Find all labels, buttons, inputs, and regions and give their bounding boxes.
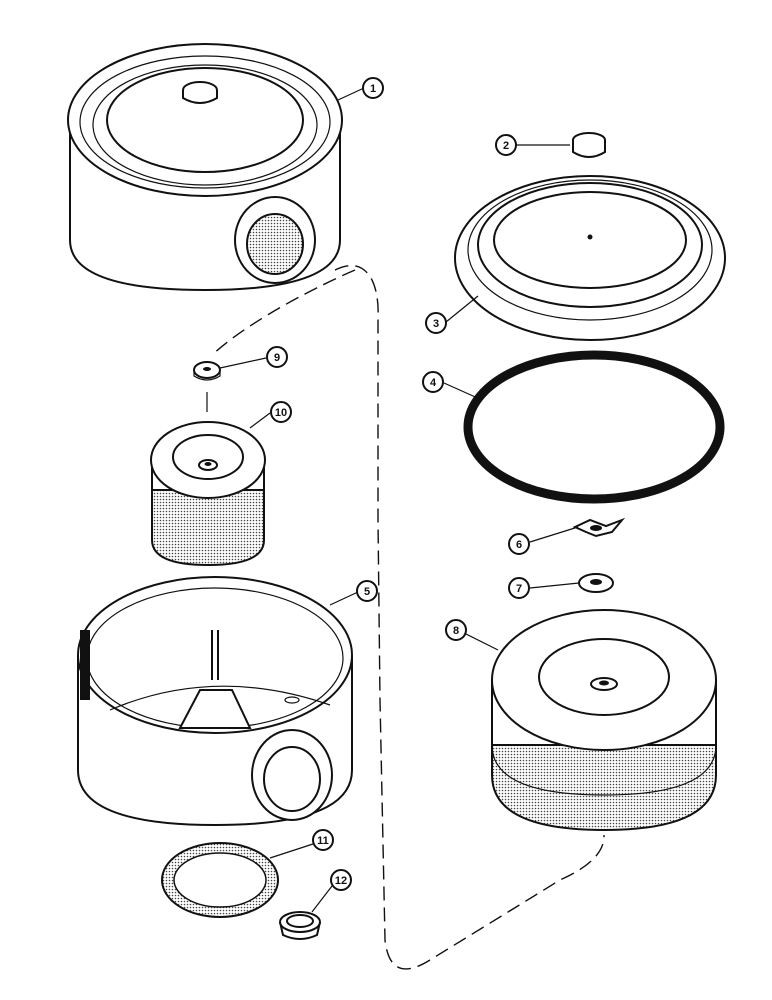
callout-11: 11	[312, 829, 334, 851]
callout-2: 2	[495, 134, 517, 156]
part-3-cover	[454, 175, 726, 341]
callout-4: 4	[422, 371, 444, 393]
callout-12: 12	[330, 869, 352, 891]
svg-text:8: 8	[453, 625, 459, 637]
assembly-lines	[206, 264, 605, 970]
callout-6: 6	[508, 533, 530, 555]
part-7-nut	[578, 573, 614, 593]
part-6-wing-nut	[572, 517, 626, 538]
svg-text:9: 9	[274, 352, 280, 364]
callout-7: 7	[508, 577, 530, 599]
part-9-nut	[193, 361, 221, 381]
part-4-seal-ring	[463, 350, 725, 504]
svg-text:10: 10	[275, 407, 287, 419]
svg-text:12: 12	[335, 875, 347, 887]
callout-9: 9	[266, 346, 288, 368]
svg-text:5: 5	[364, 586, 370, 598]
leader-lines	[219, 87, 580, 913]
svg-text:3: 3	[433, 318, 439, 330]
svg-text:1: 1	[370, 83, 376, 95]
part-2-knob	[572, 132, 606, 158]
part-5-oil-cup-bowl	[77, 576, 353, 827]
svg-text:7: 7	[516, 583, 522, 595]
svg-text:6: 6	[516, 539, 522, 551]
callout-3: 3	[425, 312, 447, 334]
svg-text:4: 4	[430, 377, 437, 389]
part-1-air-cleaner-assembly	[67, 43, 343, 292]
part-11-gasket	[161, 842, 279, 918]
svg-text:2: 2	[503, 140, 509, 152]
svg-text:11: 11	[317, 835, 329, 847]
part-10-small-filter	[150, 421, 266, 567]
callout-10: 10	[270, 401, 292, 423]
callout-8: 8	[445, 619, 467, 641]
part-8-filter-element	[491, 609, 717, 832]
callout-5: 5	[356, 580, 378, 602]
callout-1: 1	[362, 77, 384, 99]
part-12-cap	[279, 911, 321, 940]
